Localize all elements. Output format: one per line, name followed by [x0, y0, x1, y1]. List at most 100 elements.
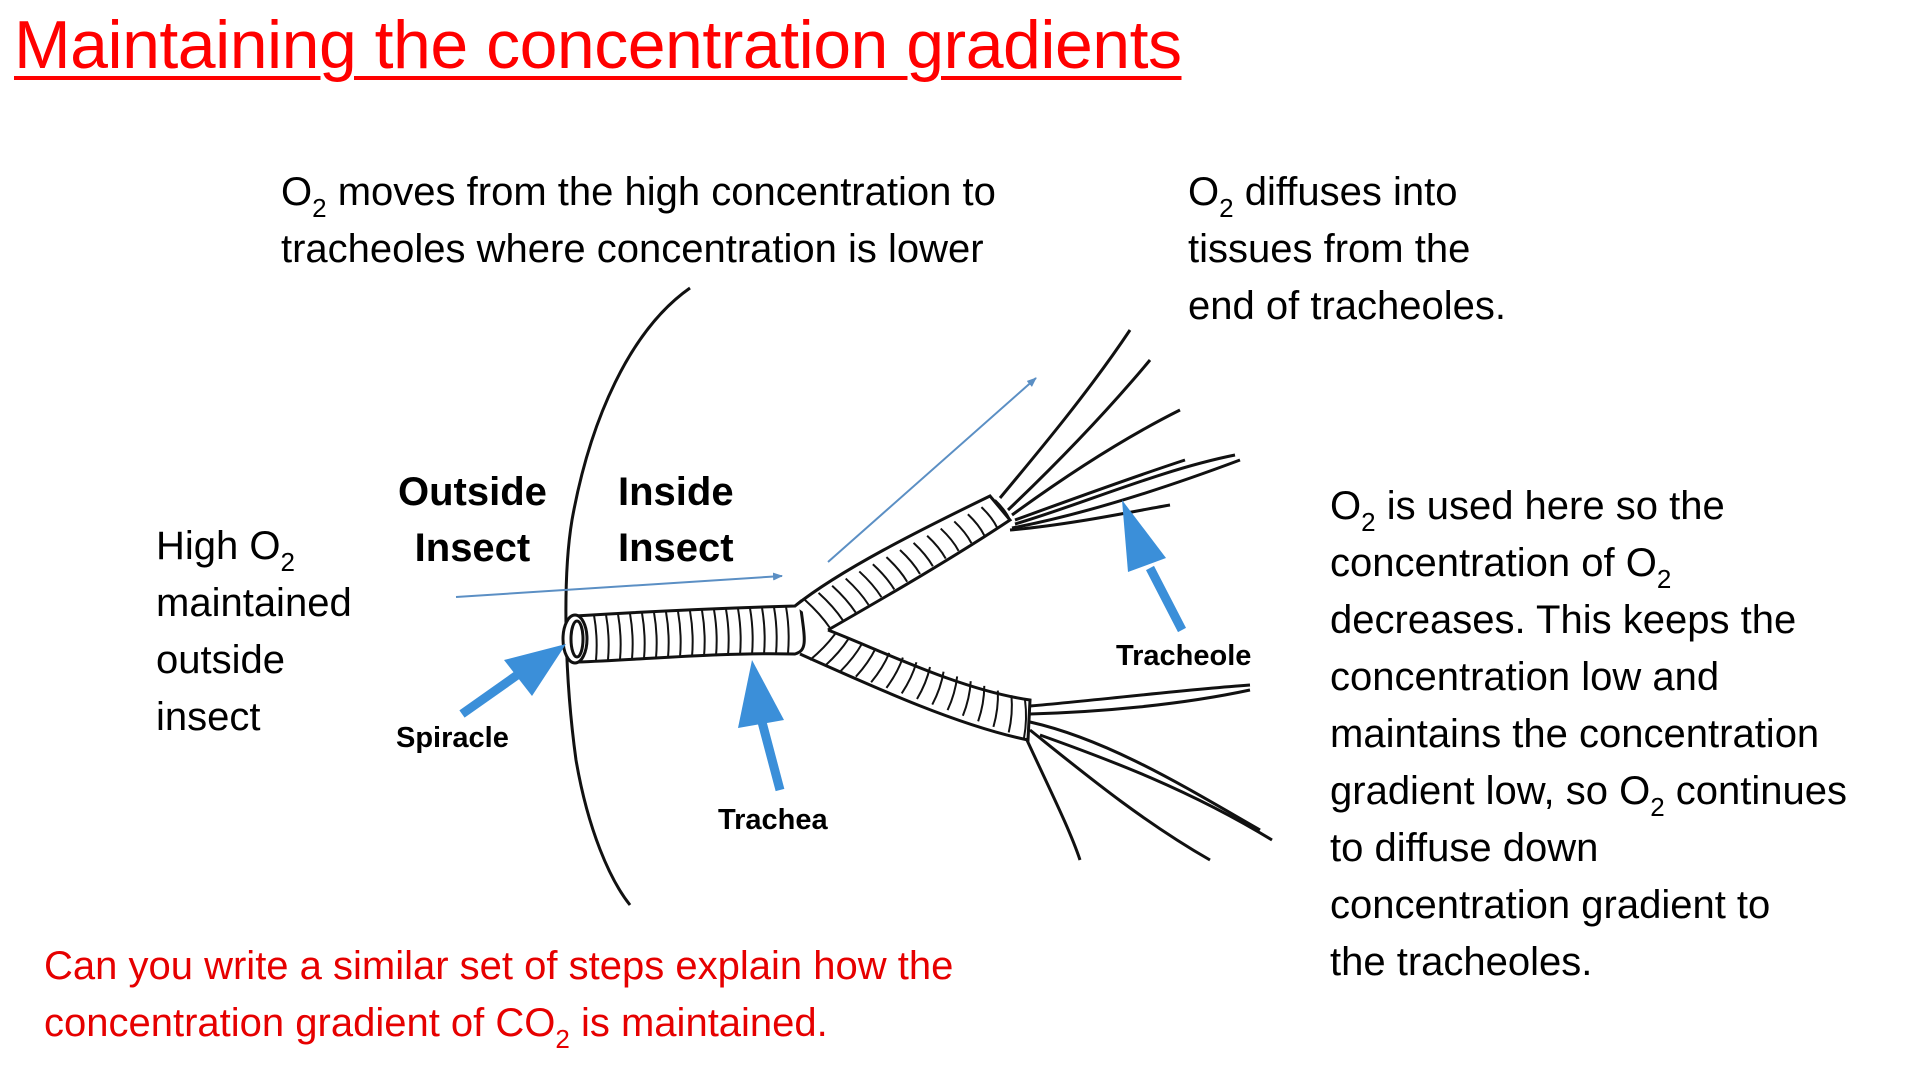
tube-ring [980, 506, 999, 529]
tube-ring [761, 607, 766, 655]
spiracle-pointer-arrow [459, 644, 566, 718]
question-prompt: Can you write a similar set of steps exp… [44, 938, 953, 1052]
text-span: is used here so the [1375, 484, 1725, 528]
annotation-line: tracheoles where concentration is lower [281, 227, 984, 271]
tube-ring [653, 612, 658, 659]
trachea-branch-upper [794, 494, 1013, 632]
text-span: O [1188, 170, 1220, 214]
subscript: 2 [1656, 564, 1672, 594]
tube-ring [946, 676, 959, 711]
tube-ring [713, 609, 718, 657]
tube-ring [872, 563, 896, 590]
annotation-line: maintains the concentration [1330, 712, 1820, 756]
text-span: concentration of O [1330, 541, 1657, 585]
annotation-line: to diffuse down [1330, 826, 1599, 870]
tube-ring [824, 638, 850, 667]
tube-ring [839, 642, 864, 672]
annotation-line: O2 moves from the high concentration to [281, 164, 996, 221]
annotation-o2-used: O2 is used here so the concentration of … [1330, 478, 1847, 991]
text-span: moves from the high concentration to [326, 170, 996, 214]
text-span: gradient low, so O [1330, 769, 1651, 813]
tube-ring [1007, 695, 1013, 733]
label-trachea: Trachea [718, 804, 828, 836]
tube-ring [992, 690, 999, 728]
annotation-line: the tracheoles. [1330, 940, 1593, 984]
annotation-line: outside [156, 638, 285, 682]
upper-branch-rings [804, 499, 1011, 629]
subscript: 2 [1361, 507, 1376, 537]
tube-ring [912, 542, 934, 567]
flow-arrow-to-tracheoles [827, 377, 1037, 563]
annotation-line: concentration gradient to [1330, 883, 1771, 927]
subscript: 2 [1650, 792, 1665, 822]
tube-ring [785, 606, 790, 654]
annotation-line: maintained [156, 581, 352, 625]
annotation-line: concentration low and [1330, 655, 1720, 699]
lower-tracheoles [1024, 683, 1273, 862]
tube-ring [677, 611, 682, 658]
tube-ring [953, 520, 973, 544]
tube-ring [977, 685, 986, 722]
tube-ring [845, 577, 870, 606]
tube-ring [605, 614, 610, 660]
tube-ring [916, 666, 931, 700]
annotation-line: decreases. This keeps the [1330, 598, 1797, 642]
tube-ring [689, 610, 694, 657]
annotation-line: concentration of O2 [1330, 535, 1847, 592]
tube-ring [858, 570, 883, 598]
question-line: Can you write a similar set of steps exp… [44, 944, 954, 988]
tube-ring [831, 584, 857, 614]
tube-ring [593, 614, 598, 661]
tube-ring [641, 612, 646, 659]
question-line: concentration gradient of CO2 is maintai… [44, 995, 953, 1052]
tube-ring [967, 513, 986, 536]
slide-title: Maintaining the concentration gradients [14, 7, 1182, 83]
tube-ring [994, 499, 1011, 521]
label-outside-insect: Outside Insect [398, 464, 547, 576]
label-line: Inside [618, 470, 734, 514]
tube-ring [855, 647, 877, 678]
label-tracheole: Tracheole [1116, 640, 1252, 672]
annotation-line: gradient low, so O2 continues [1330, 763, 1847, 820]
tube-ring [817, 592, 844, 621]
tube-ring [940, 527, 960, 552]
subscript: 2 [312, 193, 327, 223]
flow-arrow-into-spiracle [455, 572, 783, 598]
tube-ring [899, 549, 921, 575]
tube-ring [701, 610, 706, 657]
tube-ring [885, 556, 909, 583]
annotation-line: insect [156, 695, 261, 739]
annotation-line: High O2 [156, 518, 352, 575]
tube-ring [885, 657, 904, 689]
lower-branch-rings [809, 633, 1028, 739]
tube-ring [926, 534, 947, 560]
annotation-line: O2 diffuses into [1188, 164, 1506, 221]
annotation-o2-moves: O2 moves from the high concentration to … [281, 164, 996, 278]
text-span: continues [1664, 769, 1847, 813]
annotation-o2-diffuses: O2 diffuses into tissues from the end of… [1188, 164, 1506, 335]
tube-ring [870, 652, 891, 683]
tube-ring [737, 608, 742, 656]
label-line: Outside [398, 470, 547, 514]
tube-ring [665, 611, 670, 658]
text-span: O [281, 170, 313, 214]
tube-ring [629, 613, 634, 660]
tracheole-pointer-arrow [1122, 500, 1186, 633]
trachea-pointer-arrow [738, 660, 785, 792]
tube-ring [931, 671, 945, 706]
body-wall-outline [564, 286, 691, 906]
subscript: 2 [1219, 193, 1234, 223]
subscript: 2 [555, 1024, 570, 1054]
tube-ring [617, 613, 622, 660]
annotation-line: end of tracheoles. [1188, 284, 1506, 328]
text-span: is maintained. [569, 1001, 828, 1045]
text-span: diffuses into [1233, 170, 1458, 214]
trachea-branch-lower [799, 628, 1032, 742]
tube-ring [1023, 699, 1028, 739]
annotation-high-o2: High O2 maintained outside insect [156, 518, 352, 746]
text-span: O [1330, 484, 1362, 528]
tube-ring [773, 606, 778, 655]
trachea-tube [561, 599, 806, 665]
trachea-rings [593, 606, 790, 661]
